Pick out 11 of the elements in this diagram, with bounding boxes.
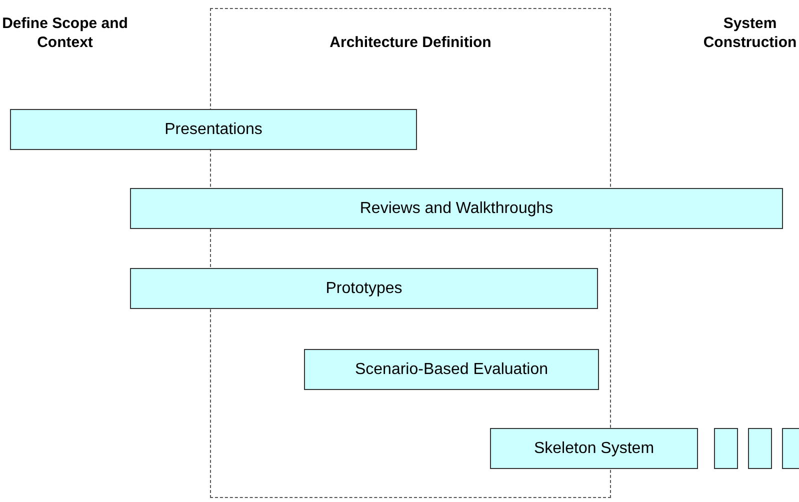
activity-bar: Prototypes [130,268,598,309]
phase-heading: System Construction [702,14,798,52]
activity-bar: Presentations [10,109,417,150]
phase-heading: Architecture Definition [328,34,492,51]
activity-bar: Scenario-Based Evaluation [304,349,599,390]
activity-bar: Reviews and Walkthroughs [130,188,783,229]
phase-heading: Define Scope and Context [1,14,129,52]
continuation-bar [748,428,772,469]
activity-bar: Skeleton System [490,428,698,469]
continuation-bar [782,428,799,469]
continuation-bar [714,428,738,469]
